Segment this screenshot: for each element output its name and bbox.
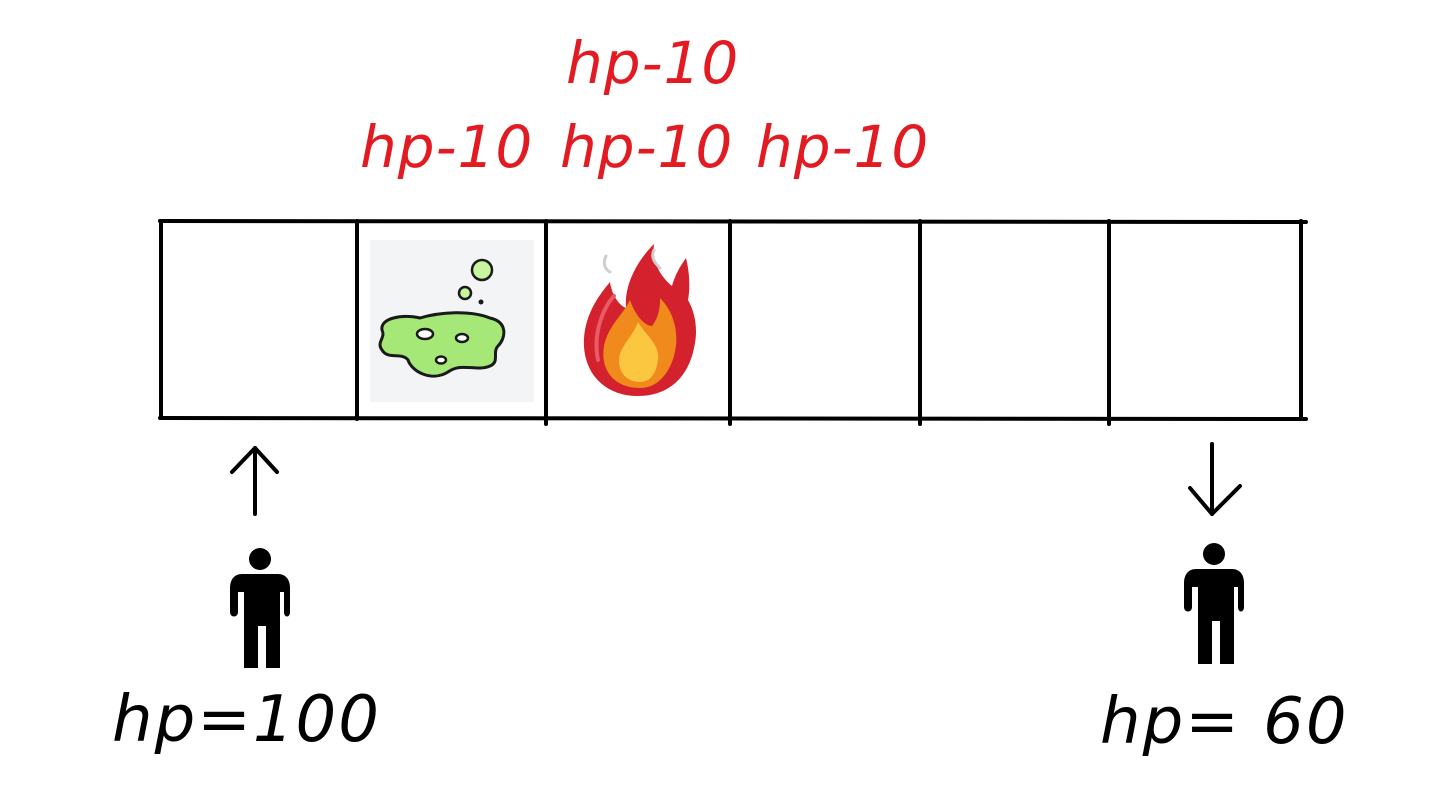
damage-label-cell-3: hp-10	[560, 113, 734, 181]
arrow-up-icon	[230, 446, 279, 516]
arrow-down-icon	[1188, 442, 1242, 516]
damage-label-stacked: hp-10	[566, 29, 740, 97]
grid-strip	[158, 219, 1308, 426]
damage-label-cell-2: hp-10	[360, 113, 534, 181]
poison-puddle-icon	[370, 240, 534, 402]
damage-label-cell-4: hp-10	[756, 113, 930, 181]
player-start-hp: hp=100	[112, 683, 381, 757]
grid-bottom-border	[158, 416, 1308, 421]
player-end-hp: hp= 60	[1100, 685, 1349, 759]
fire-icon	[583, 244, 696, 396]
player-end-icon	[1184, 543, 1244, 664]
player-start-icon	[230, 548, 290, 668]
grid-top-border	[158, 219, 1308, 224]
